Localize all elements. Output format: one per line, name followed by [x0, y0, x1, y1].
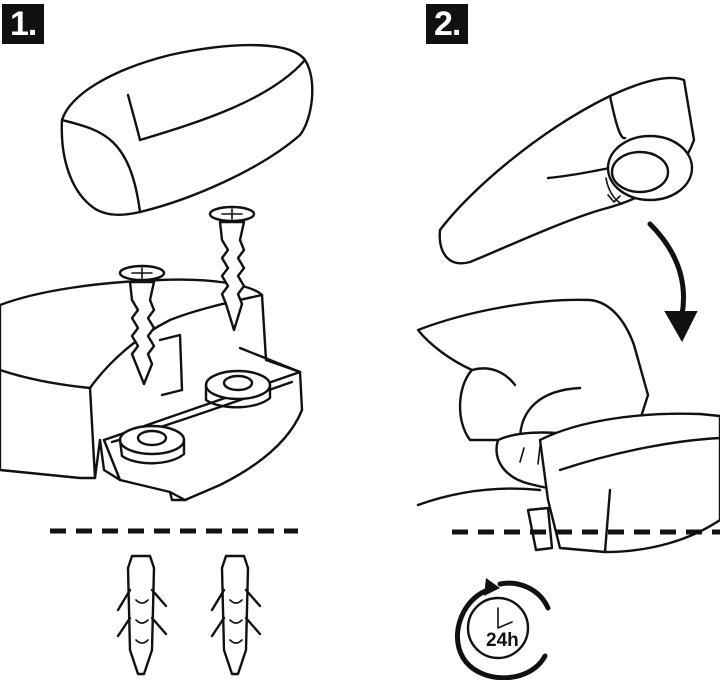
wall-plug-icon — [210, 554, 262, 676]
wall-plug-icon — [116, 554, 168, 676]
cover-icon — [60, 43, 314, 216]
arrow-icon — [647, 221, 698, 343]
device-icon — [526, 412, 720, 554]
screw-icon — [208, 205, 256, 332]
base-housing-icon — [0, 278, 304, 502]
step-2-badge: 2. — [426, 4, 469, 44]
screw-icon — [118, 264, 166, 386]
device-icon — [438, 76, 696, 265]
timer-label: 24h — [486, 630, 519, 651]
timer-icon — [455, 578, 551, 680]
step-1-badge: 1. — [2, 4, 45, 44]
